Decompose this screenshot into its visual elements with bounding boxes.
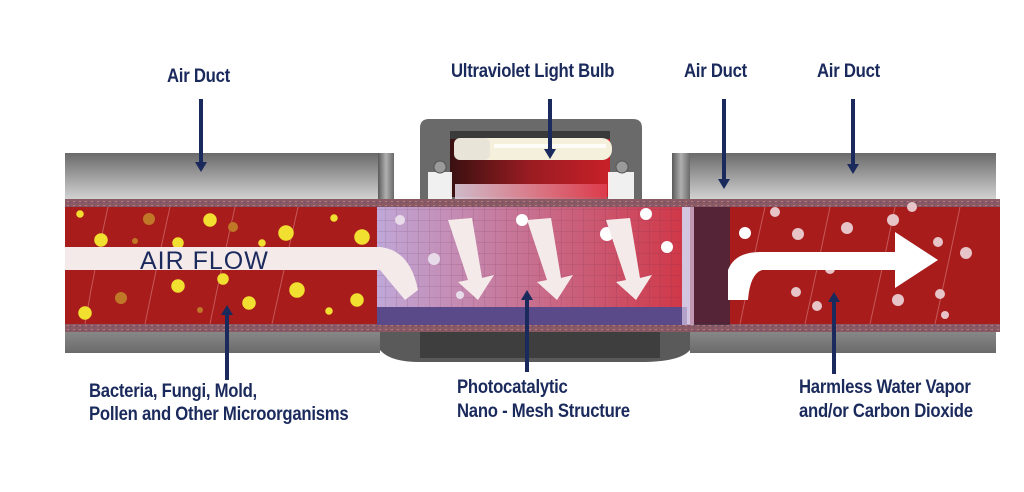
label-mesh-line2: Nano - Mesh Structure bbox=[457, 401, 630, 422]
label-air-duct-right: Air Duct bbox=[817, 61, 880, 82]
screw-icon bbox=[615, 160, 629, 174]
label-output-line2: and/or Carbon Dioxide bbox=[799, 401, 973, 422]
label-air-duct-left: Air Duct bbox=[167, 66, 230, 87]
water-vapor-bubbles bbox=[395, 202, 972, 319]
label-air-duct-mid: Air Duct bbox=[684, 61, 747, 82]
air-duct-left bbox=[65, 153, 380, 353]
label-microorganisms-line1: Bacteria, Fungi, Mold, bbox=[89, 381, 257, 402]
duct-liner-bottom bbox=[65, 324, 1000, 332]
uv-light-bulb bbox=[454, 138, 612, 160]
label-output-line1: Harmless Water Vapor bbox=[799, 377, 971, 398]
label-pointers bbox=[195, 99, 859, 380]
duct-collar bbox=[378, 153, 690, 362]
microorganisms bbox=[76, 210, 370, 320]
diagonal-flow-arrows bbox=[448, 218, 652, 300]
air-flow-arrow bbox=[65, 247, 418, 300]
label-uv-bulb: Ultraviolet Light Bulb bbox=[451, 61, 615, 82]
label-microorganisms-line2: Pollen and Other Microorganisms bbox=[89, 404, 349, 425]
label-air-flow: AIR FLOW bbox=[140, 247, 269, 275]
air-duct-right bbox=[690, 153, 996, 353]
exit-flow-arrow bbox=[728, 232, 938, 300]
screw-icon bbox=[433, 160, 447, 174]
label-mesh-line1: Photocatalytic bbox=[457, 377, 568, 398]
duct-liner-top bbox=[65, 199, 1000, 207]
